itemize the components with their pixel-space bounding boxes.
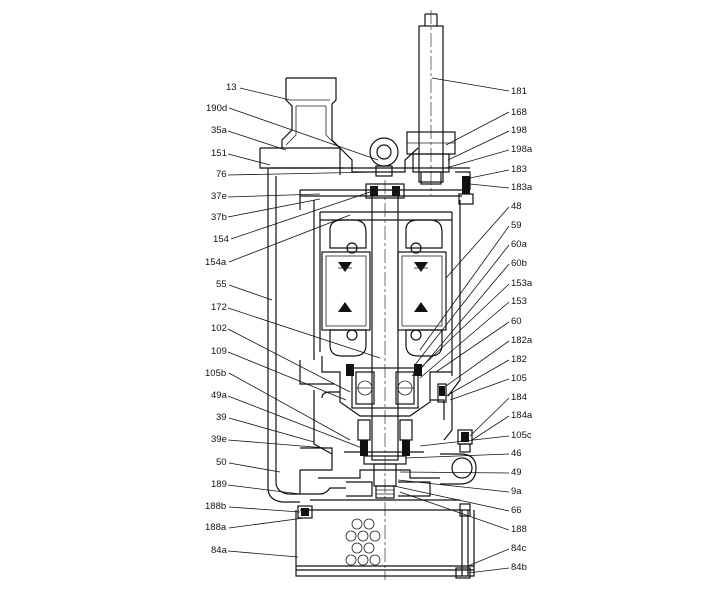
label-49: 49 <box>511 467 522 478</box>
label-198: 198 <box>511 125 527 136</box>
motor-stator-rotor <box>321 219 447 357</box>
label-39e: 39e <box>211 434 227 445</box>
label-154a: 154a <box>205 257 227 268</box>
label-182a: 182a <box>511 335 533 346</box>
label-66: 66 <box>511 505 522 516</box>
label-50: 50 <box>216 457 227 468</box>
label-35a: 35a <box>211 125 228 136</box>
label-181: 181 <box>511 86 527 97</box>
left-callouts: 13 190d 35a 151 76 37e 37b 154 154a 55 1… <box>205 82 381 558</box>
label-60a: 60a <box>511 239 528 250</box>
label-37b: 37b <box>211 212 227 223</box>
label-49a: 49a <box>211 390 228 401</box>
label-84b: 84b <box>511 562 527 573</box>
label-198a: 198a <box>511 144 533 155</box>
label-184a: 184a <box>511 410 533 421</box>
outer-casing <box>259 147 474 503</box>
right-callouts: 181 168 198 198a 183 183a 48 59 60a 60b … <box>393 77 533 574</box>
label-151: 151 <box>211 148 227 159</box>
cable-entry-tube <box>406 10 456 195</box>
label-59: 59 <box>511 220 522 231</box>
label-60: 60 <box>511 316 522 327</box>
label-102: 102 <box>211 323 227 334</box>
label-168: 168 <box>511 107 527 118</box>
label-190d: 190d <box>206 103 227 114</box>
strainer-base <box>295 510 475 579</box>
label-55: 55 <box>216 279 227 290</box>
label-183: 183 <box>511 164 527 175</box>
label-37e: 37e <box>211 191 227 202</box>
label-172: 172 <box>211 302 227 313</box>
label-109: 109 <box>211 346 227 357</box>
label-188b: 188b <box>205 501 226 512</box>
label-105c: 105c <box>511 430 532 441</box>
label-182: 182 <box>511 354 527 365</box>
label-9a: 9a <box>511 486 522 497</box>
label-60b: 60b <box>511 258 527 269</box>
label-105b: 105b <box>205 368 226 379</box>
label-105: 105 <box>511 373 527 384</box>
pump-shaft <box>365 180 405 580</box>
label-13: 13 <box>226 82 237 93</box>
mechanical-seal <box>344 419 424 465</box>
lower-bearing-housing <box>299 356 453 455</box>
label-189: 189 <box>211 479 227 490</box>
lifting-eye <box>369 137 399 177</box>
label-76: 76 <box>216 169 227 180</box>
label-84c: 84c <box>511 543 527 554</box>
label-39: 39 <box>216 412 227 423</box>
label-46: 46 <box>511 448 522 459</box>
label-153: 153 <box>511 296 527 307</box>
label-48: 48 <box>511 201 522 212</box>
label-183a: 183a <box>511 182 533 193</box>
label-153a: 153a <box>511 278 533 289</box>
label-188: 188 <box>511 524 527 535</box>
label-84a: 84a <box>211 545 228 556</box>
label-154: 154 <box>213 234 229 245</box>
label-188a: 188a <box>205 522 227 533</box>
volute-casing <box>297 429 477 519</box>
discharge-connection <box>281 77 341 175</box>
label-184: 184 <box>511 392 527 403</box>
